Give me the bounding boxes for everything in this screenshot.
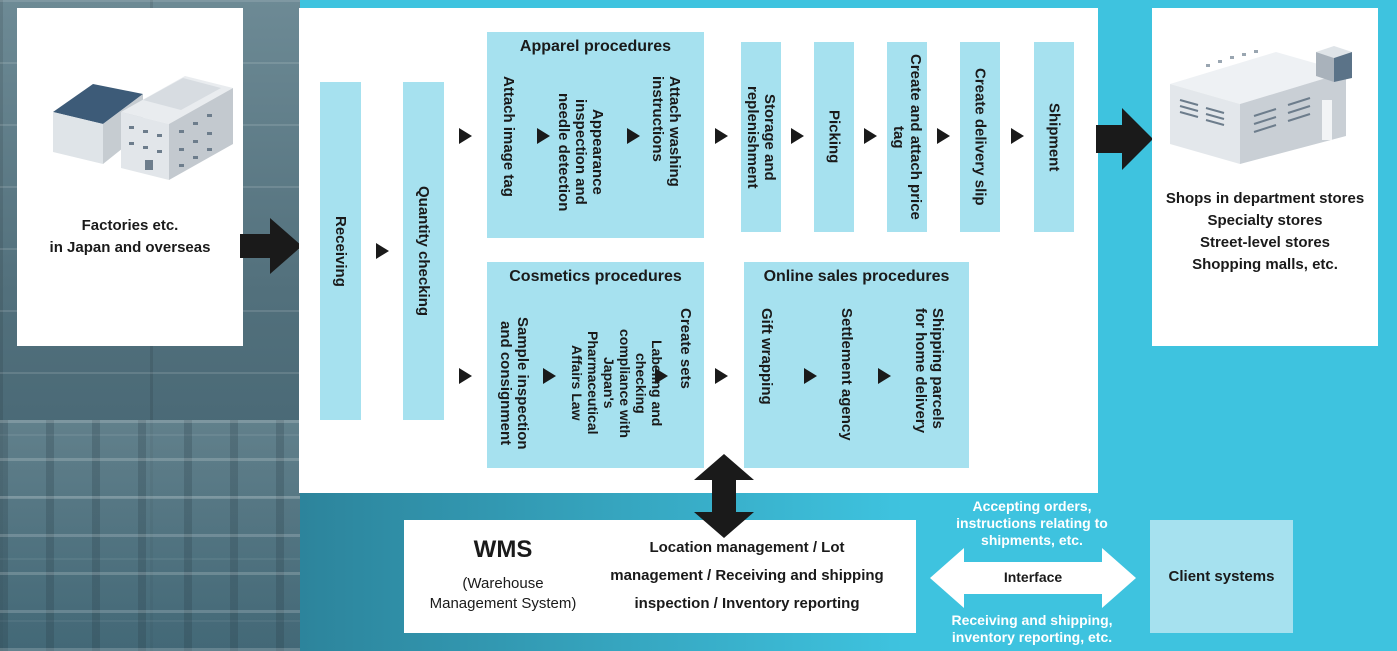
online-procedures-box: Online sales procedures Gift wrapping Se… <box>744 262 969 468</box>
source-label-line2: in Japan and overseas <box>49 239 211 256</box>
destination-line4: Shopping malls, etc. <box>1192 256 1338 273</box>
destination-line1: Shops in department stores <box>1165 190 1365 207</box>
wms-subtitle-line1: (Warehouse <box>462 575 544 592</box>
client-systems-label: Client systems <box>1168 568 1275 585</box>
interface-top-line3: shipments, etc. <box>981 532 1083 548</box>
wms-title: WMS <box>473 536 533 563</box>
interface-bottom-line1: Receiving and shipping, <box>951 612 1113 628</box>
apparel-arrow-1-icon <box>537 128 550 144</box>
delivery-slip-box: Create delivery slip <box>960 42 1000 232</box>
apparel-step-image-tag: Attach image tag <box>500 76 517 197</box>
wms-desc-line2: management / Receiving and shipping <box>610 567 884 584</box>
destination-panel: Shops in department stores Specialty sto… <box>1152 8 1378 346</box>
online-title: Online sales procedures <box>763 268 950 285</box>
quantity-checking-box: Quantity checking <box>403 82 444 420</box>
cosmetics-arrow-1-icon <box>543 368 556 384</box>
arrow-receiving-to-qc-icon <box>376 243 389 259</box>
wms-link-arrow-icon <box>694 454 754 538</box>
cosmetics-title: Cosmetics procedures <box>509 268 682 285</box>
arrow-storage-to-picking-icon <box>791 128 804 144</box>
wms-subtitle-line2: Management System) <box>429 595 577 612</box>
destination-line2: Specialty stores <box>1207 212 1323 229</box>
apparel-arrow-2-icon <box>627 128 640 144</box>
online-step-gift: Gift wrapping <box>758 308 775 405</box>
arrow-to-apparel-icon <box>459 128 472 144</box>
shipment-box: Shipment <box>1034 42 1074 232</box>
cosmetics-procedures-box: Cosmetics procedures Sample inspection a… <box>487 262 704 468</box>
apparel-step-inspection: Appearance inspection and needle detecti… <box>555 92 606 212</box>
store-building-icon <box>1170 46 1352 164</box>
quantity-checking-label: Quantity checking <box>415 185 432 317</box>
wms-desc-line1: Location management / Lot <box>649 539 845 556</box>
price-tag-label: Create and attach price tag <box>890 54 924 220</box>
outbound-arrow-icon <box>1096 108 1153 170</box>
interface-label: Interface <box>1003 569 1063 585</box>
warehouse-shelves-background <box>0 420 300 651</box>
shipment-label: Shipment <box>1045 102 1063 172</box>
interface-bottom-line2: inventory reporting, etc. <box>951 629 1113 645</box>
arrow-picking-to-price-icon <box>864 128 877 144</box>
source-panel: Factories etc. in Japan and overseas <box>17 8 243 346</box>
cosmetics-arrow-2-icon <box>655 368 668 384</box>
arrow-slip-to-shipment-icon <box>1011 128 1024 144</box>
source-label-line1: Factories etc. <box>81 217 179 234</box>
online-arrow-1-icon <box>804 368 817 384</box>
receiving-label: Receiving <box>332 215 349 287</box>
storage-label: Storage and replenishment <box>744 85 778 189</box>
online-arrow-2-icon <box>878 368 891 384</box>
apparel-title: Apparel procedures <box>519 38 672 55</box>
destination-line3: Street-level stores <box>1199 234 1331 251</box>
arrow-apparel-to-storage-icon <box>715 128 728 144</box>
interface-arrow-icon <box>930 548 1136 608</box>
picking-label: Picking <box>825 110 843 164</box>
receiving-box: Receiving <box>320 82 361 420</box>
storage-box: Storage and replenishment <box>741 42 781 232</box>
factory-icon <box>53 76 233 180</box>
apparel-procedures-box: Apparel procedures Attach image tag Appe… <box>487 32 704 238</box>
price-tag-box: Create and attach price tag <box>887 42 927 232</box>
delivery-slip-label: Create delivery slip <box>971 68 989 206</box>
client-systems-box: Client systems <box>1150 520 1293 633</box>
arrow-cosmetics-to-online-icon <box>715 368 728 384</box>
online-step-parcels: Shipping parcels for home delivery <box>912 308 946 434</box>
cosmetics-step-sets: Create sets <box>677 308 694 389</box>
picking-box: Picking <box>814 42 854 232</box>
cosmetics-step-labeling: Labeling and checking compliance with Ja… <box>569 328 665 438</box>
online-step-settlement: Settlement agency <box>838 308 855 441</box>
wms-panel: WMS (Warehouse Management System) Locati… <box>404 520 916 633</box>
interface-top-line2: instructions relating to <box>956 515 1108 531</box>
arrow-to-cosmetics-icon <box>459 368 472 384</box>
apparel-step-washing: Attach washing instructions <box>649 76 683 187</box>
inbound-arrow-icon <box>240 218 302 274</box>
arrow-price-to-slip-icon <box>937 128 950 144</box>
cosmetics-step-sample: Sample inspection and consignment <box>497 316 531 450</box>
wms-desc-line3: inspection / Inventory reporting <box>634 595 860 612</box>
interface-top-line1: Accepting orders, <box>972 498 1092 514</box>
